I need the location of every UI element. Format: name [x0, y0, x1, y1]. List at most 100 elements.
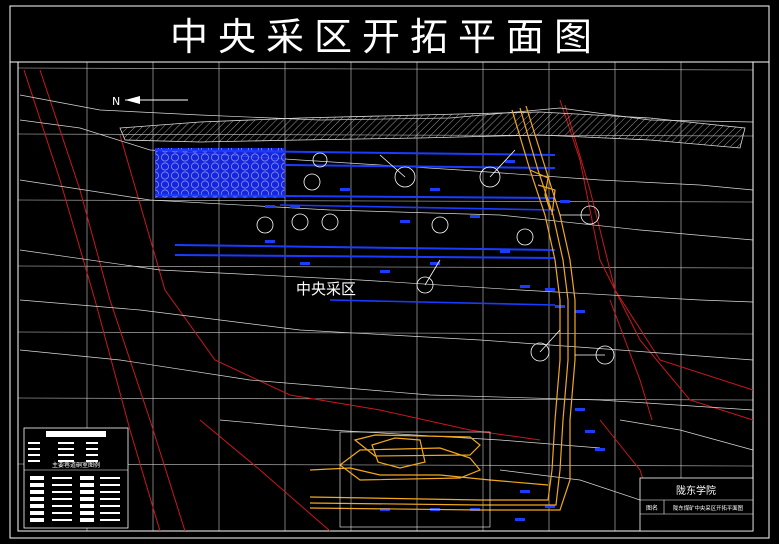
- title-block-field-label: 图名: [646, 504, 658, 512]
- contour-line-6: [19, 349, 754, 411]
- legend-label-mark: [52, 498, 72, 500]
- main-shafts: [309, 105, 576, 511]
- fault-line-west-1: [23, 69, 161, 532]
- station-marker: [575, 310, 585, 313]
- drawing-title: 中央采区开拓平面图: [170, 15, 602, 59]
- contour-lines: [19, 94, 754, 501]
- callout-leader: [424, 259, 441, 286]
- shaft-branch-1: [529, 169, 551, 211]
- legend-symbol: [80, 511, 94, 515]
- contour-line-9: [499, 469, 641, 501]
- legend-symbol: [80, 483, 94, 487]
- legend-label-mark: [52, 512, 72, 514]
- title-block-school: 陇东学院: [676, 484, 716, 497]
- station-marker: [340, 188, 350, 191]
- legend-label-mark: [100, 519, 120, 521]
- north-arrow-label: N: [112, 95, 120, 108]
- legend-row-mark: [28, 460, 40, 462]
- callout-leader: [379, 154, 406, 178]
- station-marker: [380, 270, 390, 273]
- legend-row-mark: [58, 454, 74, 456]
- station-marker: [400, 220, 410, 223]
- main-incline-2: [309, 107, 569, 506]
- callout-bubble: [416, 276, 434, 294]
- station-marker: [500, 250, 510, 253]
- boundary-line-mid: [609, 299, 653, 421]
- station-marker: [430, 188, 440, 191]
- title-block-border: [639, 477, 754, 532]
- legend-row-mark: [86, 448, 98, 450]
- roadway-lower-1: [329, 299, 556, 306]
- legend-symbol: [80, 490, 94, 494]
- callout-leader: [539, 329, 561, 353]
- legend-symbol: [30, 504, 44, 508]
- legend-label-mark: [52, 519, 72, 521]
- legend-symbol: [30, 511, 44, 515]
- legend-symbol: [30, 497, 44, 501]
- fault-line-east-1: [559, 99, 754, 421]
- grid-line-horizontal: [17, 397, 754, 401]
- station-marker: [520, 285, 530, 288]
- contour-line-5: [19, 299, 754, 361]
- callout-bubble: [291, 213, 309, 231]
- shaft-yard-line: [309, 467, 549, 486]
- legend-label-mark: [52, 477, 72, 479]
- main-incline-3: [309, 105, 576, 511]
- legend-label-mark: [52, 484, 72, 486]
- goaf-area-pattern: [155, 148, 285, 198]
- grid-line-horizontal: [17, 199, 754, 203]
- callout-bubble: [530, 342, 550, 362]
- roadway-mid-3: [174, 254, 556, 259]
- callout-bubbles: [256, 149, 615, 365]
- contour-line-2: [19, 119, 754, 191]
- roadway-upper-1: [154, 149, 556, 156]
- callout-bubble: [312, 152, 328, 168]
- legend-symbol: [30, 518, 44, 522]
- roadway-upper-2: [284, 164, 556, 169]
- station-marker: [265, 205, 275, 208]
- legend-row-mark: [86, 442, 98, 444]
- north-arrow-head: [125, 96, 140, 104]
- fault-line-west-2: [39, 69, 186, 532]
- contour-line-7: [219, 419, 601, 449]
- station-marker: [545, 505, 555, 508]
- station-marker: [585, 430, 595, 433]
- north-arrow: N: [112, 95, 188, 108]
- station-marker: [520, 490, 530, 493]
- contour-line-8: [619, 419, 754, 451]
- coordinate-grid: [17, 62, 754, 531]
- callout-bubble: [303, 173, 321, 191]
- legend-row-mark: [86, 460, 98, 462]
- legend-row-mark: [28, 448, 40, 450]
- contour-line-4: [19, 249, 754, 303]
- mining-area-label: 中央采区: [296, 280, 356, 298]
- legend-symbol: [80, 497, 94, 501]
- callout-bubble: [516, 228, 534, 246]
- legend-caption: 主要巷道硐室图例: [52, 461, 100, 469]
- station-marker: [595, 448, 605, 451]
- legend-label-mark: [100, 477, 120, 479]
- boundary-line-west: [119, 134, 541, 441]
- grid-line-horizontal: [17, 331, 754, 335]
- fault-lines: [23, 69, 754, 532]
- callout-bubble: [256, 216, 274, 234]
- legend-row-mark: [58, 442, 74, 444]
- station-marker: [265, 240, 275, 243]
- legend-symbol: [30, 490, 44, 494]
- legend-label-mark: [52, 505, 72, 507]
- callout-leader: [489, 149, 516, 178]
- legend-row-mark: [58, 448, 74, 450]
- outer-frame: [9, 5, 770, 539]
- legend-table: 主要巷道硐室图例: [23, 427, 129, 529]
- callout-bubble: [479, 166, 501, 188]
- station-marker: [560, 200, 570, 203]
- pit-bottom-loop-2: [353, 434, 481, 457]
- legend-symbol: [80, 518, 94, 522]
- fault-line-east-2: [564, 104, 754, 391]
- contour-line-3: [19, 179, 754, 241]
- callout-bubble: [321, 213, 339, 231]
- station-marker: [290, 205, 300, 208]
- station-marker: [470, 215, 480, 218]
- station-markers: [265, 160, 605, 521]
